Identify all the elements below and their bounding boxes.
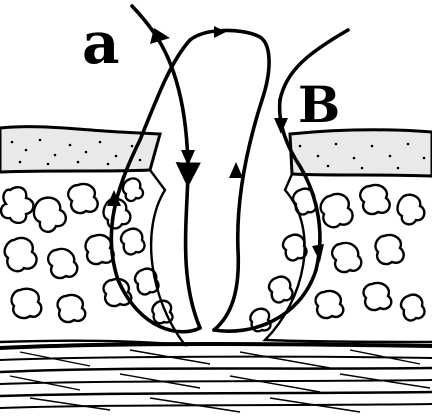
arrow-down-right-outer: [274, 118, 288, 134]
suture-top-arch: [190, 30, 269, 100]
label-a: a: [82, 14, 120, 72]
arrow-down-left: [181, 150, 195, 166]
suture-descending-right: [214, 100, 262, 330]
label-b: B: [298, 80, 340, 130]
arrow-top: [214, 26, 226, 38]
suture-descending-left: [168, 58, 200, 328]
suture-entry-segment: [132, 6, 168, 58]
lobulated-fat-layer: [0, 170, 432, 345]
fascia-muscle-band: [0, 344, 432, 412]
arrow-up-right: [229, 162, 243, 178]
epidermis-band: [0, 127, 432, 176]
